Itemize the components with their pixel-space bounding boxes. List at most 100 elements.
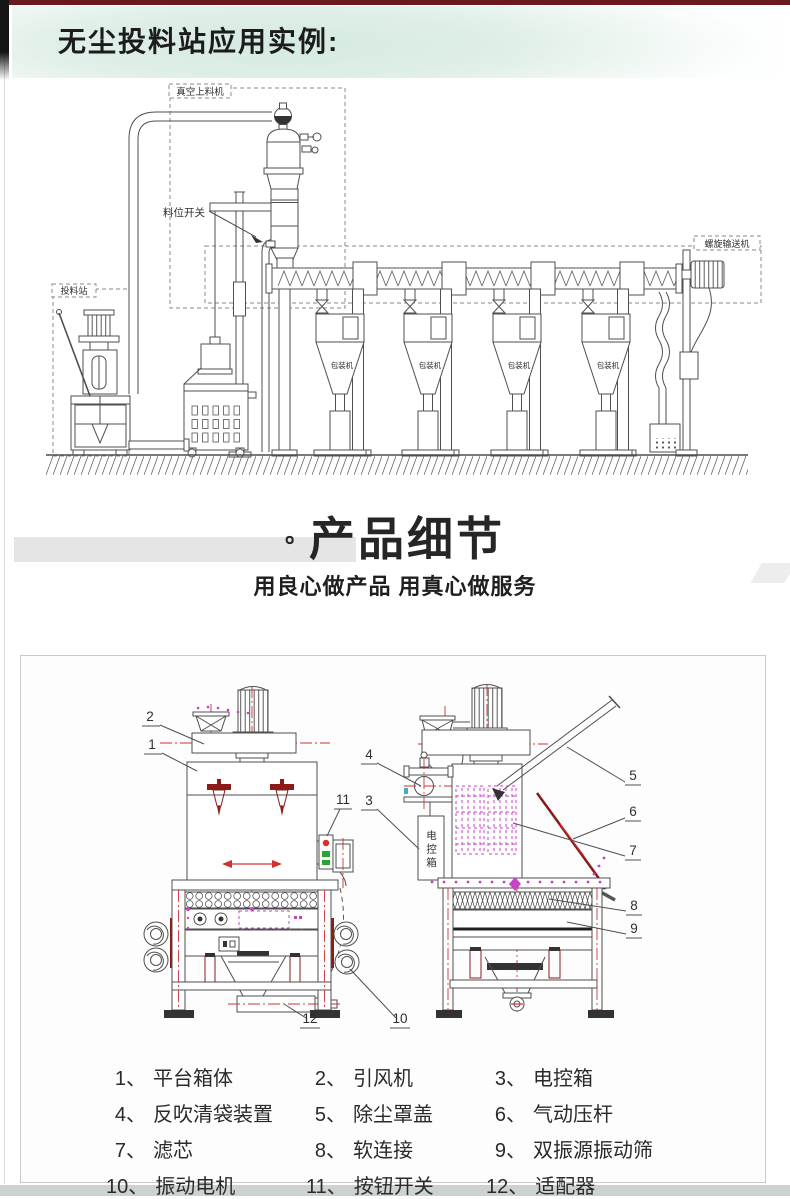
callout-11: 11 — [326, 792, 352, 837]
ground-hatch — [46, 454, 748, 475]
vacuum-pump-unit — [183, 336, 257, 458]
legend-item: 11、按钮开关 — [306, 1176, 434, 1198]
heading-circle-prefix: 。 — [285, 521, 309, 548]
callout-8: 8 — [548, 898, 642, 916]
callout-7: 7 — [512, 822, 641, 861]
fan-motor — [237, 689, 269, 733]
svg-text:5: 5 — [629, 768, 637, 783]
callout-9: 9 — [566, 921, 642, 939]
callout-10: 10 — [349, 968, 410, 1029]
callouts: 2 1 11 4 3 5 6 — [142, 709, 642, 1029]
pump-vents — [190, 404, 243, 446]
hopper-valves — [299, 132, 322, 154]
green-button — [322, 851, 330, 857]
feeding-station — [56, 309, 190, 456]
feeding-station-label: 投料站 — [60, 285, 87, 296]
legend-item: 5、除尘罩盖 — [314, 1104, 433, 1126]
packing-machine-label: 包装机 — [331, 360, 354, 370]
legend-item: 1、平台箱体 — [114, 1068, 233, 1090]
legend-item: 9、双振源振动筛 — [494, 1140, 653, 1162]
svg-text:10: 10 — [392, 1011, 407, 1026]
packing-machine-label: 包装机 — [508, 360, 531, 370]
svg-text:6: 6 — [629, 804, 637, 819]
svg-text:7: 7 — [629, 843, 637, 858]
svg-text:3: 3 — [365, 793, 373, 808]
legend-item: 3、电控箱 — [494, 1068, 593, 1090]
station-outlet-pipe — [128, 440, 185, 450]
product-details-heading: 。产品细节 — [0, 503, 790, 569]
machine-legs — [436, 887, 614, 1018]
product-details-subtitle: 用良心做产品 用真心做服务 — [253, 574, 537, 599]
machine-legs — [164, 889, 340, 1018]
bottom-band — [0, 1185, 790, 1196]
svg-text:12: 12 — [302, 1011, 317, 1026]
packing-machine-3: 包装机 — [490, 289, 544, 457]
soft-connection — [446, 890, 600, 911]
control-box-vertical-label: 电控箱 — [425, 830, 437, 871]
page-left-border — [4, 6, 5, 1184]
application-diagram: 料位开关 — [46, 83, 762, 475]
legend-item: 8、软连接 — [314, 1140, 413, 1162]
callout-6: 6 — [572, 804, 641, 840]
dust-dots — [196, 705, 250, 715]
level-switch-callout: 料位开关 — [163, 206, 263, 243]
title-background-wash — [12, 6, 778, 78]
front-view-machine — [143, 686, 360, 1018]
packing-machines: 包装机 包装机 — [313, 289, 633, 457]
panel-fittings — [193, 912, 228, 926]
vacuum-hopper — [263, 102, 322, 269]
fan-housing — [421, 729, 531, 756]
shaker-arm — [58, 312, 91, 397]
callout-1: 1 — [144, 737, 198, 772]
svg-text:9: 9 — [630, 921, 638, 936]
green-button — [322, 860, 330, 865]
fan-housing — [191, 732, 297, 754]
packing-machine-4: 包装机 — [579, 289, 633, 457]
vacuum-feeder-label: 真空上料机 — [176, 86, 224, 98]
fan-motor — [471, 687, 503, 731]
dust-box — [451, 763, 523, 881]
packing-machine-2: 包装机 — [401, 289, 455, 457]
heading-text: 产品细节 — [309, 513, 505, 565]
flex-hose — [655, 291, 663, 424]
conveyor-supports — [271, 288, 637, 457]
level-switch-label: 料位开关 — [163, 206, 205, 219]
legend-item: 12、适配器 — [486, 1176, 596, 1198]
heading-left-band — [14, 537, 356, 562]
button-switch — [317, 834, 354, 888]
vacuum-feeder-box — [169, 87, 346, 309]
legend-item: 7、滤芯 — [114, 1140, 193, 1162]
station-motor — [87, 314, 111, 337]
callout-3: 3 — [361, 793, 420, 850]
left-edge-shadow — [0, 0, 9, 80]
legend-item: 4、反吹清袋装置 — [114, 1104, 273, 1126]
svg-text:1: 1 — [148, 737, 156, 752]
vibration-motor-right — [326, 918, 360, 975]
airflow-arrow — [222, 860, 282, 868]
vacuum-pipes — [128, 111, 285, 458]
level-sensor — [265, 240, 276, 248]
diagram1-labels: 真空上料机 投料站 螺旋输送机 — [51, 83, 761, 298]
screw-conveyor-label: 螺旋输送机 — [704, 238, 749, 249]
top-accent-bar — [9, 0, 790, 5]
screw-conveyor — [265, 257, 683, 296]
packing-machine-label: 包装机 — [597, 360, 620, 370]
packing-machine-label: 包装机 — [419, 360, 442, 370]
callout-5: 5 — [566, 746, 641, 786]
callout-2: 2 — [142, 709, 205, 745]
callout-4: 4 — [361, 747, 422, 787]
dust-cover-lid — [492, 695, 621, 801]
legend-item: 6、气动压杆 — [494, 1104, 613, 1126]
filter-cartridges — [455, 785, 517, 855]
svg-text:2: 2 — [146, 709, 154, 724]
legend-item: 2、引风机 — [314, 1068, 413, 1090]
packing-machine-1: 包装机 — [313, 289, 367, 457]
detail-diagram: 2 1 11 4 3 5 6 — [142, 684, 642, 1029]
starter-box — [679, 351, 699, 380]
dust-trace — [430, 856, 606, 891]
legend-item: 10、振动电机 — [106, 1176, 236, 1198]
svg-text:8: 8 — [630, 898, 638, 913]
side-view-machine — [403, 684, 621, 1018]
